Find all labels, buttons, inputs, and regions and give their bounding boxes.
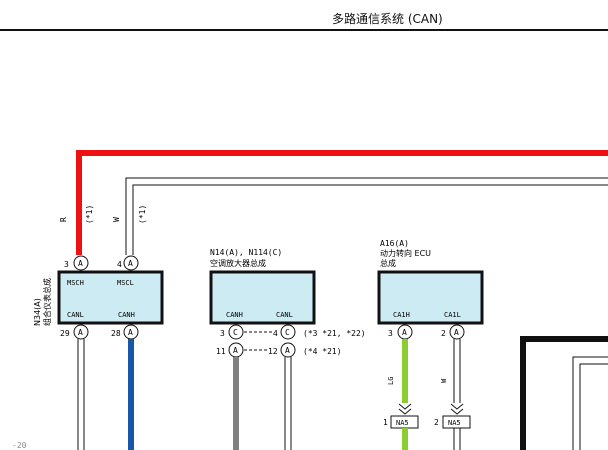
wire-label-white-color: W — [440, 378, 448, 383]
pin-conn-letter: A — [402, 328, 407, 337]
pin-circle[interactable] — [280, 324, 296, 340]
right-module-wire-outer — [572, 356, 608, 450]
connector-number: 1 — [383, 418, 388, 427]
module-n14-ac-amplifier[interactable]: CANH CANL — [209, 270, 316, 325]
pin-number: 11 — [216, 347, 226, 356]
wire-label-red-note: (*1) — [85, 205, 94, 224]
module-n34-combination-meter[interactable]: MSCH MSCL CANL CANH — [57, 270, 164, 325]
pin-number: 3 — [388, 329, 393, 338]
pin-number: 12 — [268, 347, 278, 356]
white-wire-ca1l-down[interactable] — [453, 339, 461, 403]
pin-number: 4 — [117, 260, 122, 269]
right-module-wire-inner — [579, 363, 608, 450]
pin-conn-letter: A — [128, 328, 133, 337]
pin-circle[interactable] — [280, 342, 296, 358]
pin-conn-letter: A — [454, 328, 459, 337]
right-module-outline-partial — [520, 336, 608, 450]
module-n14-name: 空调放大器总成 — [210, 258, 266, 268]
pin-number: 29 — [60, 329, 70, 338]
white-wire-continuation[interactable] — [453, 428, 461, 450]
module-a16-box — [377, 270, 484, 325]
pin-conn-letter: A — [128, 259, 133, 268]
white-bus-wire-inner[interactable] — [132, 184, 608, 255]
pin-conn-letter: A — [285, 346, 290, 355]
pin-signal-canh: CANH — [118, 311, 135, 319]
pin-number: 3 — [220, 329, 225, 338]
pin-conn-letter: A — [78, 328, 83, 337]
pin-signal-ca1l: CA1L — [444, 311, 461, 319]
pin-conn-letter: A — [78, 259, 83, 268]
pin-circle[interactable] — [73, 255, 89, 271]
module-a16-power-steering-ecu[interactable]: CA1H CA1L — [377, 270, 484, 325]
pin-circle[interactable] — [228, 324, 244, 340]
pin-signal-canl: CANL — [276, 311, 293, 319]
connector-chevron-icon — [450, 403, 464, 415]
pin-number: 4 — [273, 329, 278, 338]
wire-label-white-color: W — [112, 217, 121, 222]
wire-label-white-note: (*1) — [138, 205, 147, 224]
page-title: 多路通信系统 (CAN) — [332, 12, 443, 26]
module-n34-ref: N34(A) — [33, 298, 42, 326]
white-wire-canl-down[interactable] — [77, 339, 85, 450]
connector-label: NA5 — [396, 419, 409, 427]
wire-label-red-color: R — [59, 217, 68, 222]
pin-number: 3 — [64, 260, 69, 269]
module-a16-name-line2: 总成 — [380, 258, 396, 268]
module-n34-box — [57, 270, 164, 325]
pin-number: 2 — [441, 329, 446, 338]
connector-number: 2 — [434, 418, 439, 427]
red-bus-wire[interactable] — [76, 150, 608, 255]
module-n34-name: 组合仪表总成 — [42, 278, 52, 326]
wire-label-green-color: LG — [387, 377, 395, 385]
pin-circle[interactable] — [449, 324, 465, 340]
connector-chevron-icon — [398, 403, 412, 415]
module-n14-box — [209, 270, 316, 325]
pin-number: 28 — [111, 329, 121, 338]
white-wire-canl-down[interactable] — [284, 357, 292, 450]
corner-text: -20 — [12, 441, 27, 450]
pin-conn-letter: C — [285, 328, 290, 337]
module-a16-ref: A16(A) — [380, 239, 409, 248]
module-n14-ref: N14(A), N114(C) — [210, 248, 282, 257]
pin-signal-msch: MSCH — [67, 279, 84, 287]
pin-signal-canh: CANH — [226, 311, 243, 319]
pin-signal-canl: CANL — [67, 311, 84, 319]
pin-conn-letter: A — [233, 346, 238, 355]
connector-box-na5[interactable] — [442, 415, 471, 429]
header-rule — [0, 29, 608, 31]
pin-signal-ca1h: CA1H — [393, 311, 410, 319]
variant-note: (*4 *21) — [303, 347, 342, 356]
connector-label: NA5 — [448, 419, 461, 427]
module-a16-name-line1: 动力转向 ECU — [380, 248, 431, 258]
pin-circle[interactable] — [73, 324, 89, 340]
pin-circle[interactable] — [123, 255, 139, 271]
white-bus-wire-outer[interactable] — [125, 177, 608, 255]
pin-signal-mscl: MSCL — [117, 279, 134, 287]
variant-note: (*3 *21, *22) — [303, 329, 366, 338]
pin-conn-letter: C — [233, 328, 238, 337]
